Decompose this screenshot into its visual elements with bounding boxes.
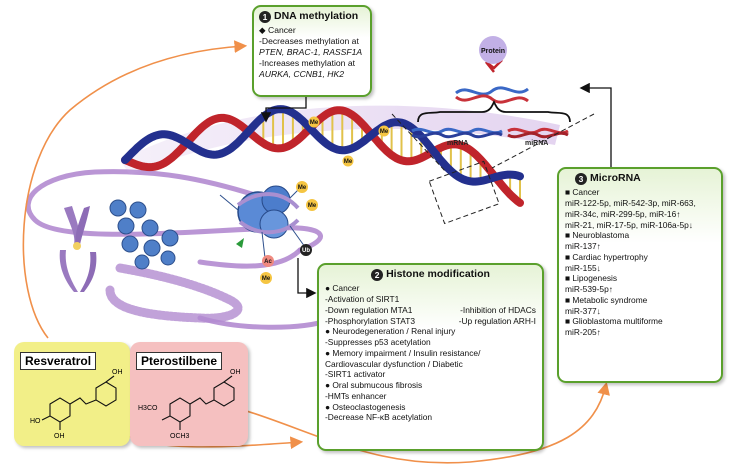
dna-methylation-line: ◆ Cancer: [259, 25, 296, 36]
nucleosome: [219, 185, 306, 259]
microrna-line: miR-205↑: [565, 327, 601, 338]
histone-line: ● Oral submucous fibrosis: [325, 380, 423, 391]
ub-tag: Ub: [300, 244, 312, 256]
pterostilbene-structure: H3CO OCH3 OH: [138, 369, 241, 440]
microrna-line: ■ Glioblastoma multiforme: [565, 316, 663, 327]
microrna-line: miR-137↑: [565, 241, 601, 252]
ho-label: HO: [30, 418, 41, 425]
rna-strands: [411, 86, 569, 139]
histone-line: -Suppresses p53 acetylation: [325, 337, 431, 348]
step-2-badge: 2: [371, 268, 384, 281]
dna-methylation-heading: 1 DNA methylation: [259, 10, 365, 23]
step-1-badge: 1: [259, 10, 271, 23]
histone-line: -Decrease NF-κB acetylation: [325, 412, 433, 423]
microrna-line: ■ Neuroblastoma: [565, 230, 630, 241]
histone-line: -Inhibition of HDACs: [460, 304, 536, 315]
me-tag: Me: [378, 125, 390, 137]
histone-modification-box: 2 Histone modification ● Cancer -Activat…: [317, 263, 544, 451]
oh-label: OH: [54, 433, 65, 440]
microrna-line: ■ Cardiac hypertrophy: [565, 251, 648, 262]
oh-label: OH: [230, 369, 241, 376]
microrna-line: miR-21, miR-17-5p, miR-106a-5p↓: [565, 219, 693, 230]
histone-line: ● Memory impairment / Insulin resistance…: [325, 347, 481, 358]
dna-helix: [121, 105, 524, 207]
histone-line: ● Osteoclastogenesis: [325, 401, 406, 412]
histone-row: -Down regulation MTA1 -Inhibition of HDA…: [325, 305, 536, 316]
pterostilbene-card: Pterostilbene H3CO OCH3 OH: [130, 342, 248, 446]
dna-methylation-genes: PTEN, BRAC-1, RASSF1A: [259, 47, 363, 58]
histone-heading: 2 Histone modification: [325, 268, 536, 281]
dna-methylation-box: 1 DNA methylation ◆ Cancer -Decreases me…: [252, 5, 372, 97]
histone-line: -SIRT1 activator: [325, 369, 386, 380]
me-tag: Me: [342, 155, 354, 167]
ac-tag: Ac: [262, 255, 274, 267]
pterostilbene-label: Pterostilbene: [136, 352, 223, 370]
oh-label: OH: [112, 369, 123, 376]
histone-line: ● Neurodegeneration / Renal injury: [325, 326, 456, 337]
microrna-line: ■ Metabolic syndrome: [565, 294, 648, 305]
histone-line: -Up regulation ARH-I: [458, 315, 536, 326]
chromosome: [59, 206, 97, 292]
histone-line: -Activation of SIRT1: [325, 294, 400, 305]
dna-methylation-title: DNA methylation: [274, 10, 359, 22]
microrna-line: ■ Lipogenesis: [565, 273, 618, 284]
resveratrol-structure: HO OH OH: [30, 369, 123, 440]
histone-line: ● Cancer: [325, 283, 360, 294]
modification-tags: Me Me Me Me Me Ac Me Ub: [260, 116, 390, 284]
microrna-line: miR-34c, miR-299-5p, miR-16↑: [565, 208, 681, 219]
microrna-line: ■ Cancer: [565, 187, 600, 198]
och3-label: OCH3: [170, 433, 190, 440]
histone-line: Cardiovascular dysfunction / Diabetic: [325, 358, 463, 369]
histone-title: Histone modification: [386, 268, 490, 280]
step-3-badge: 3: [575, 172, 587, 185]
svg-text:Ub: Ub: [302, 248, 310, 254]
protein-label: Protein: [481, 48, 505, 55]
protein-icon: [479, 36, 507, 73]
dna-methylation-genes: AURKA, CCNB1, HK2: [259, 69, 345, 80]
microrna-line: miR-122-5p, miR-542-3p, miR-663,: [565, 198, 696, 209]
resveratrol-label: Resveratrol: [20, 352, 97, 370]
svg-text:Me: Me: [344, 159, 353, 165]
svg-text:Me: Me: [308, 203, 317, 209]
svg-text:Ac: Ac: [264, 259, 272, 265]
histone-line: -Down regulation MTA1: [325, 304, 413, 315]
dna-methylation-line: -Decreases methylation at: [259, 36, 359, 47]
histone-row: -Phosphorylation STAT3 -Up regulation AR…: [325, 316, 536, 327]
dna-methylation-line: -Increases methylation at: [259, 58, 356, 69]
microrna-heading: 3 MicroRNA: [575, 172, 715, 185]
svg-text:Me: Me: [262, 276, 271, 282]
microrna-line: miR-377↓: [565, 305, 601, 316]
me-tag: Me: [296, 181, 308, 193]
mirna-label: miRNA: [525, 140, 549, 147]
microrna-line: miR-539-5p↑: [565, 284, 613, 295]
mrna-label: mRNA: [447, 140, 469, 147]
svg-text:Protein: Protein: [481, 48, 505, 55]
resveratrol-card: Resveratrol HO OH OH: [14, 342, 130, 446]
zoom-lines: [391, 113, 595, 225]
me-tag: Me: [306, 199, 318, 211]
svg-text:Me: Me: [310, 120, 319, 126]
link-arrows: [260, 82, 612, 299]
svg-text:Me: Me: [298, 185, 307, 191]
histone-line: -Phosphorylation STAT3: [325, 315, 415, 326]
histone-line: -HMTs enhancer: [325, 390, 387, 401]
rna-brace: [417, 99, 571, 123]
svg-text:Me: Me: [380, 129, 389, 135]
microrna-line: miR-155↓: [565, 262, 601, 273]
me-tag: Me: [308, 116, 320, 128]
nucleosome-cluster: [109, 199, 179, 270]
histone-list: ● Neurodegeneration / Renal injury-Suppr…: [325, 326, 536, 423]
microrna-title: MicroRNA: [590, 172, 641, 184]
me-tag: Me: [260, 272, 272, 284]
h3co-label: H3CO: [138, 405, 158, 412]
